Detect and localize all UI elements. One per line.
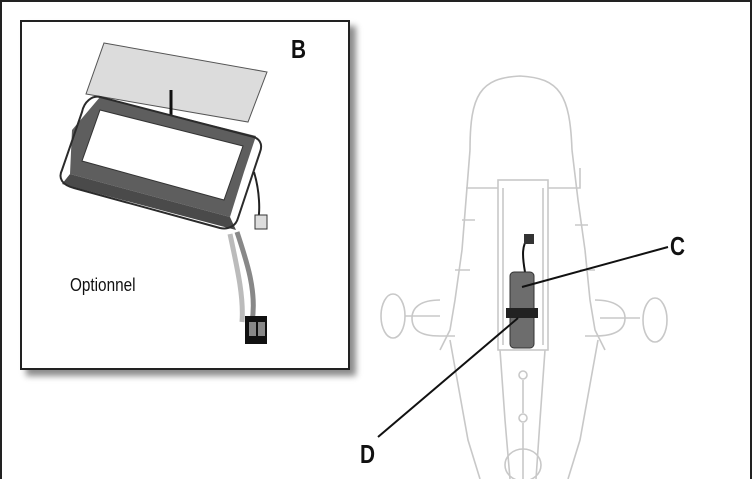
optional-note: Optionnel (70, 275, 136, 295)
callout-b: B (291, 34, 307, 64)
inset-panel: Optionnel (20, 20, 350, 370)
hook-loop-strap (506, 308, 538, 318)
battery-detail-illustration (59, 42, 268, 344)
callout-d: D (360, 439, 376, 469)
callout-c: C (670, 231, 686, 261)
